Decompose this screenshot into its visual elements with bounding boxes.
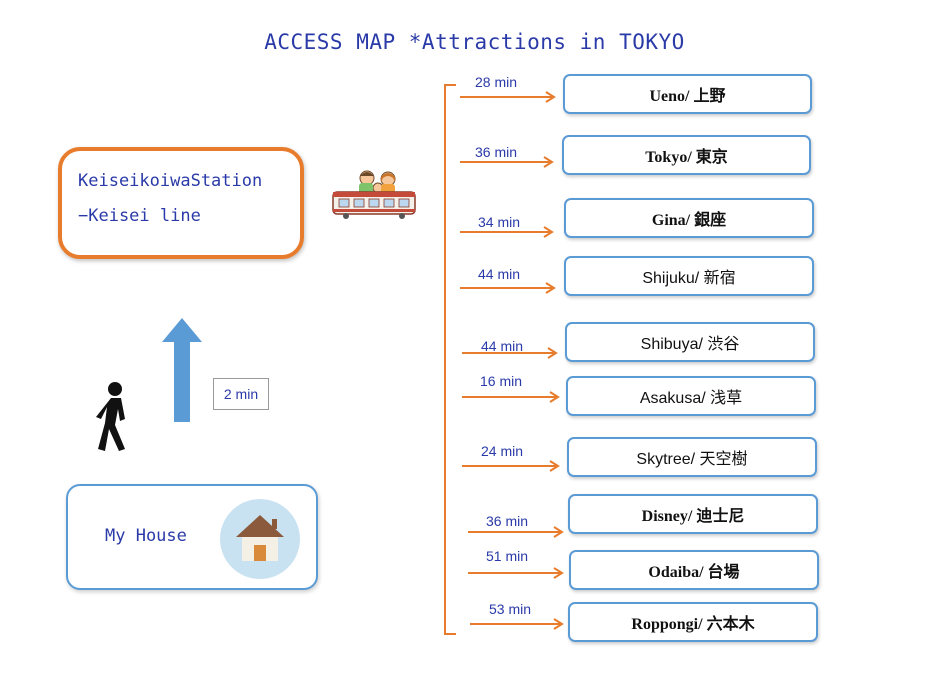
house-label: My House bbox=[105, 526, 187, 546]
train-with-family-icon bbox=[332, 170, 416, 219]
route-bracket bbox=[444, 84, 456, 635]
travel-time-label: 36 min bbox=[474, 144, 518, 160]
destination-box: Asakusa/ 浅草 bbox=[566, 376, 816, 416]
arrow-right-icon bbox=[468, 567, 564, 579]
destination-box: Shijuku/ 新宿 bbox=[564, 256, 814, 296]
arrow-right-icon bbox=[460, 156, 554, 168]
destination-box: Odaiba/ 台場 bbox=[569, 550, 819, 590]
destination-box: Roppongi/ 六本木 bbox=[568, 602, 818, 642]
travel-time-label: 53 min bbox=[488, 601, 532, 617]
page-title: ACCESS MAP *Attractions in TOKYO bbox=[264, 30, 685, 54]
walk-time-label: 2 min bbox=[213, 378, 269, 410]
arrow-right-icon bbox=[460, 226, 554, 238]
travel-time-label: 16 min bbox=[479, 373, 523, 389]
house-box: My House bbox=[66, 484, 318, 590]
arrow-right-icon bbox=[462, 460, 560, 472]
arrow-right-icon bbox=[460, 91, 556, 103]
destination-box: Disney/ 迪士尼 bbox=[568, 494, 818, 534]
arrow-right-icon bbox=[460, 282, 556, 294]
travel-time-label: 44 min bbox=[477, 266, 521, 282]
destination-box: Skytree/ 天空樹 bbox=[567, 437, 817, 477]
destination-box: Shibuya/ 渋谷 bbox=[565, 322, 815, 362]
arrow-right-icon bbox=[468, 526, 564, 538]
destination-box: Gina/ 銀座 bbox=[564, 198, 814, 238]
walking-person-icon bbox=[96, 382, 125, 451]
travel-time-label: 34 min bbox=[477, 214, 521, 230]
arrow-right-icon bbox=[462, 347, 558, 359]
destination-box: Tokyo/ 東京 bbox=[562, 135, 811, 175]
station-line-name: −Keisei line bbox=[78, 206, 201, 226]
travel-time-label: 51 min bbox=[485, 548, 529, 564]
house-icon bbox=[220, 499, 300, 579]
travel-time-label: 36 min bbox=[485, 513, 529, 529]
station-name: KeiseikoiwaStation bbox=[78, 171, 263, 191]
arrow-right-icon bbox=[470, 618, 564, 630]
arrow-right-icon bbox=[462, 391, 560, 403]
arrow-up-icon bbox=[162, 318, 202, 422]
station-box: KeiseikoiwaStation −Keisei line bbox=[58, 147, 304, 259]
travel-time-label: 24 min bbox=[480, 443, 524, 459]
travel-time-label: 28 min bbox=[474, 74, 518, 90]
travel-time-label: 44 min bbox=[480, 338, 524, 354]
destination-box: Ueno/ 上野 bbox=[563, 74, 812, 114]
